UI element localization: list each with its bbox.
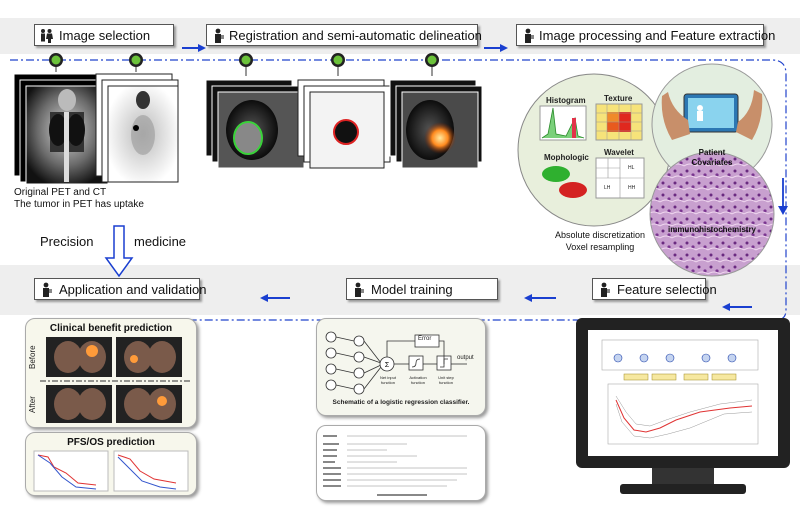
step-title: Feature selection <box>617 282 717 297</box>
tissue-image <box>649 151 775 277</box>
logistic-regression-panel: Σ Error output Net input function Activa… <box>316 318 486 416</box>
step-title: Registration and semi-automatic delineat… <box>229 28 482 43</box>
precision-label: Precision <box>40 234 94 249</box>
worker-icon <box>215 28 224 43</box>
unit-step-label: Unit step function <box>438 375 454 385</box>
step-registration: Registration and semi-automatic delineat… <box>206 24 482 46</box>
activation-label: Activation function <box>409 375 427 385</box>
discretization-caption: Absolute discretization Voxel resampling <box>554 230 646 252</box>
step-application: Application and validation <box>34 278 206 300</box>
wavelet-cell: HL <box>628 165 635 171</box>
step-title: Image selection <box>59 28 151 43</box>
immuno-label: immunohistochemistry <box>667 225 756 234</box>
step-title: Model training <box>371 282 453 297</box>
patient-covariates-label: Patient Covariates <box>691 148 733 167</box>
histogram-label: Histogram <box>546 96 586 105</box>
net-input-label: Net input function <box>379 375 396 385</box>
clinical-images <box>40 337 190 423</box>
nomogram-panel <box>316 425 486 501</box>
worker-icon <box>601 282 610 297</box>
step-title: Image processing and Feature extraction <box>539 28 776 43</box>
worker-icon <box>43 282 52 297</box>
texture-label: Texture <box>604 94 633 103</box>
people-icon <box>41 29 53 43</box>
step-feature-selection: Feature selection <box>592 278 717 300</box>
morphologic-label: Mophologic <box>544 153 589 162</box>
step-image-selection: Image selection <box>34 24 174 46</box>
step-processing: Image processing and Feature extraction <box>516 24 775 46</box>
survival-curves <box>33 450 189 492</box>
wavelet-label: Wavelet <box>604 148 634 157</box>
worker-icon <box>525 28 534 43</box>
clinical-benefit-panel: Clinical benefit prediction Before After <box>25 318 197 428</box>
texture-grid <box>595 103 643 141</box>
neuron-diagram: Σ <box>325 331 467 395</box>
model-caption: Schematic of a logistic regression class… <box>332 399 470 406</box>
svg-text:Σ: Σ <box>385 362 390 369</box>
step-title: Application and validation <box>59 282 207 297</box>
output-label: output <box>457 355 474 361</box>
original-caption: Original PET and CT The tumor in PET has… <box>14 187 144 210</box>
error-label: Error <box>418 336 432 342</box>
wavelet-cell: LH <box>604 185 611 191</box>
medicine-label: medicine <box>134 234 187 249</box>
worker-icon <box>355 282 364 297</box>
step-model-training: Model training <box>346 278 498 300</box>
wavelet-cell: HH <box>628 185 636 191</box>
green-nodes <box>49 53 439 76</box>
pfs-os-panel: PFS/OS prediction <box>25 432 197 496</box>
pfs-title: PFS/OS prediction <box>67 437 155 448</box>
clinical-title: Clinical benefit prediction <box>49 323 173 334</box>
nomogram <box>323 435 467 496</box>
